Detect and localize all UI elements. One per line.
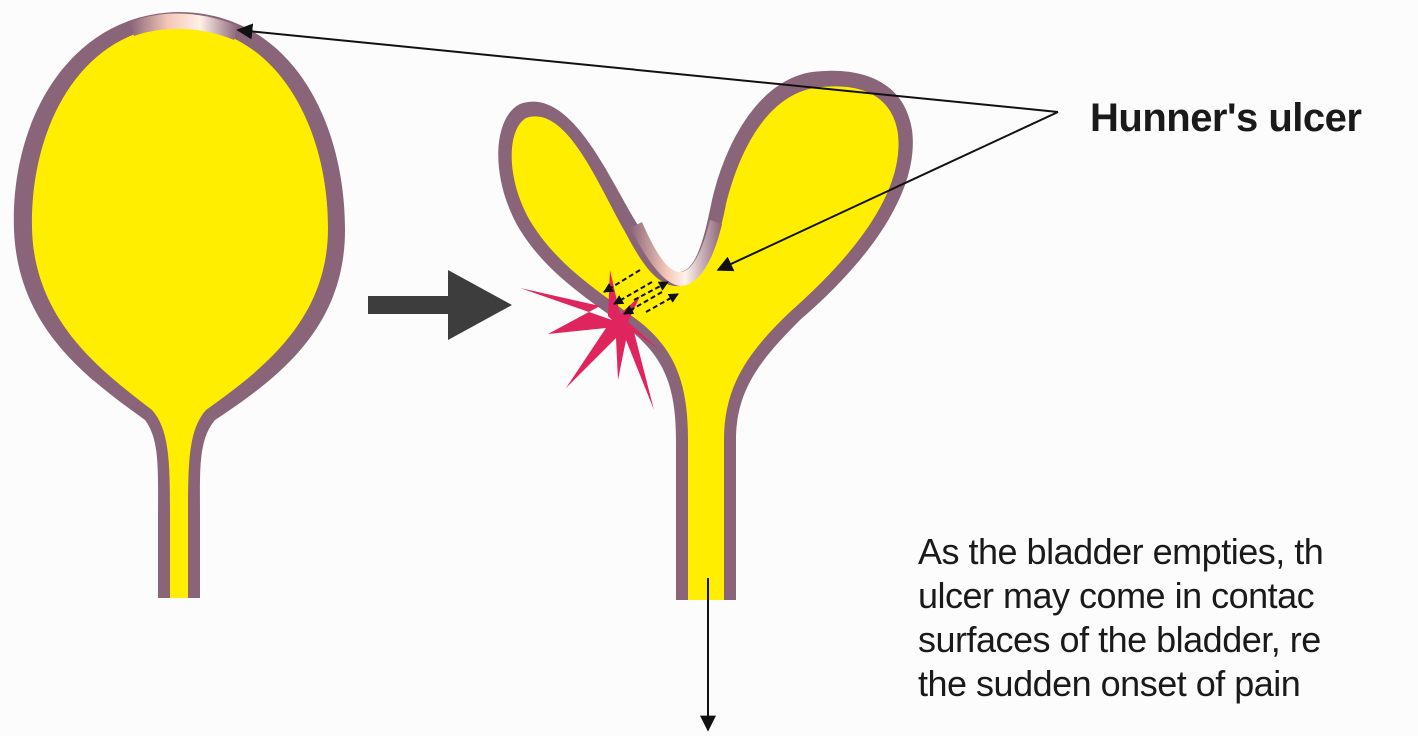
caption-line: As the bladder empties, th (918, 530, 1418, 574)
caption-line: ulcer may come in contac (918, 574, 1418, 618)
ulcer-label: Hunner's ulcer (1090, 96, 1361, 141)
full-bladder-lumen (32, 26, 328, 598)
full-bladder (14, 12, 345, 598)
caption-text: As the bladder empties, th ulcer may com… (918, 530, 1418, 706)
pointer-to-full-bladder (238, 30, 1058, 112)
empty-bladder-lumen (512, 86, 899, 600)
ulcer-pointers (238, 30, 1058, 270)
empty-bladder (498, 71, 913, 600)
caption-line: the sudden onset of pain (918, 662, 1418, 706)
transition-arrow (368, 270, 512, 340)
caption-line: surfaces of the bladder, re (918, 618, 1418, 662)
